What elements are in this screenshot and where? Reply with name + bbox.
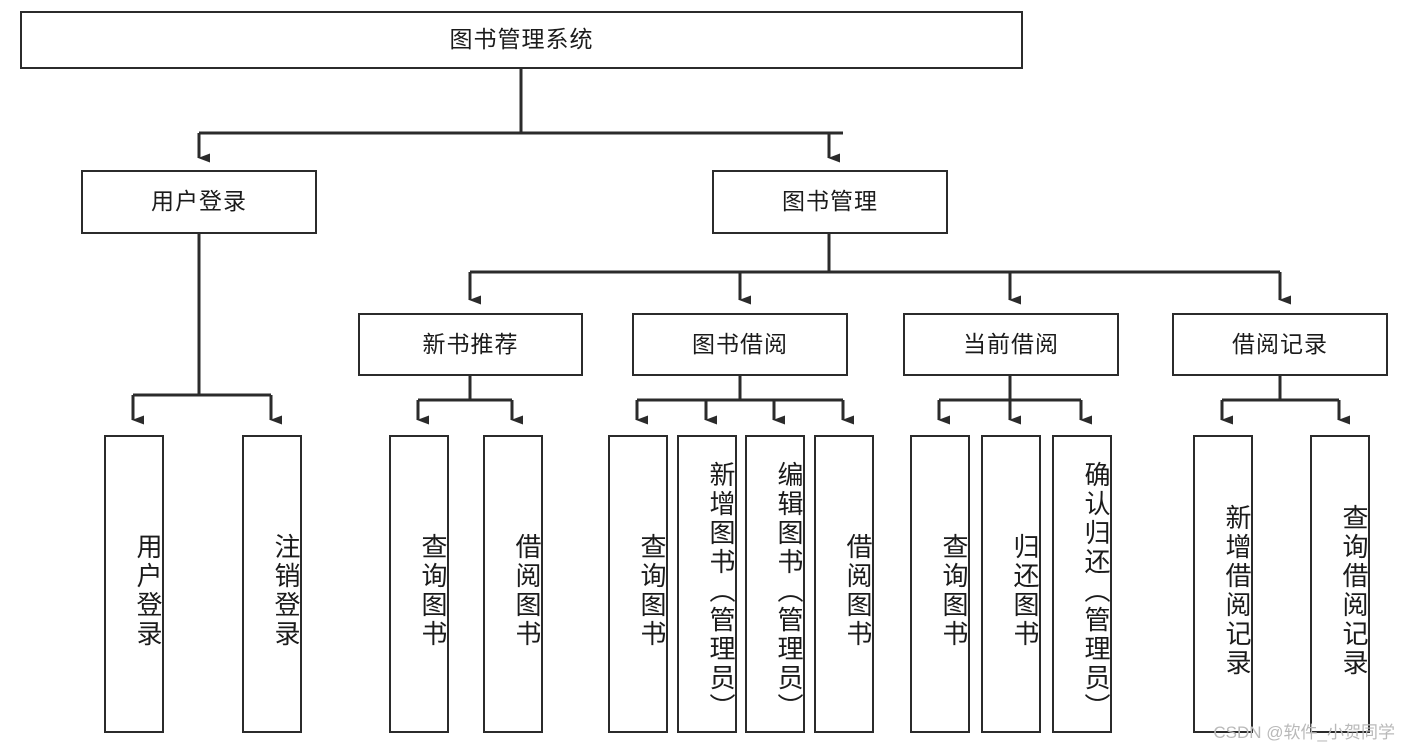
leaf-query-book-borrow[interactable]: 查询图书: [608, 435, 668, 733]
leaf-add-book-admin[interactable]: 新增图书（管理员）: [677, 435, 737, 733]
leaf-label: 查询图书: [939, 533, 969, 649]
leaf-borrow-book[interactable]: 借阅图书: [814, 435, 874, 733]
leaf-confirm-return-admin[interactable]: 确认归还（管理员）: [1052, 435, 1112, 733]
node-root-system[interactable]: 图书管理系统: [20, 11, 1023, 69]
leaf-label: 编辑图书（管理员）: [774, 460, 804, 722]
csdn-watermark: CSDN @软件_小贺同学: [1213, 723, 1395, 742]
leaf-user-login[interactable]: 用户登录: [104, 435, 164, 733]
leaf-label: 查询图书: [418, 533, 448, 649]
leaf-edit-book-admin[interactable]: 编辑图书（管理员）: [745, 435, 805, 733]
leaf-label: 新增图书（管理员）: [706, 460, 736, 722]
leaf-label: 借阅图书: [512, 533, 542, 649]
leaf-label: 用户登录: [133, 533, 163, 649]
leaf-label: 借阅图书: [843, 533, 873, 649]
leaf-label: 查询借阅记录: [1339, 504, 1369, 678]
leaf-borrow-book-recommend[interactable]: 借阅图书: [483, 435, 543, 733]
leaf-label: 新增借阅记录: [1222, 504, 1252, 678]
node-borrow-records[interactable]: 借阅记录: [1172, 313, 1388, 376]
node-new-book-recommend[interactable]: 新书推荐: [358, 313, 583, 376]
leaf-label: 查询图书: [637, 533, 667, 649]
leaf-label: 确认归还（管理员）: [1081, 460, 1111, 722]
leaf-logout[interactable]: 注销登录: [242, 435, 302, 733]
leaf-label: 注销登录: [271, 533, 301, 649]
leaf-query-borrow-record[interactable]: 查询借阅记录: [1310, 435, 1370, 733]
leaf-query-book-current[interactable]: 查询图书: [910, 435, 970, 733]
node-book-management[interactable]: 图书管理: [712, 170, 948, 234]
node-book-borrow[interactable]: 图书借阅: [632, 313, 848, 376]
node-user-login[interactable]: 用户登录: [81, 170, 317, 234]
leaf-return-book[interactable]: 归还图书: [981, 435, 1041, 733]
node-current-borrow[interactable]: 当前借阅: [903, 313, 1119, 376]
leaf-label: 归还图书: [1010, 533, 1040, 649]
leaf-add-borrow-record[interactable]: 新增借阅记录: [1193, 435, 1253, 733]
leaf-query-book-recommend[interactable]: 查询图书: [389, 435, 449, 733]
